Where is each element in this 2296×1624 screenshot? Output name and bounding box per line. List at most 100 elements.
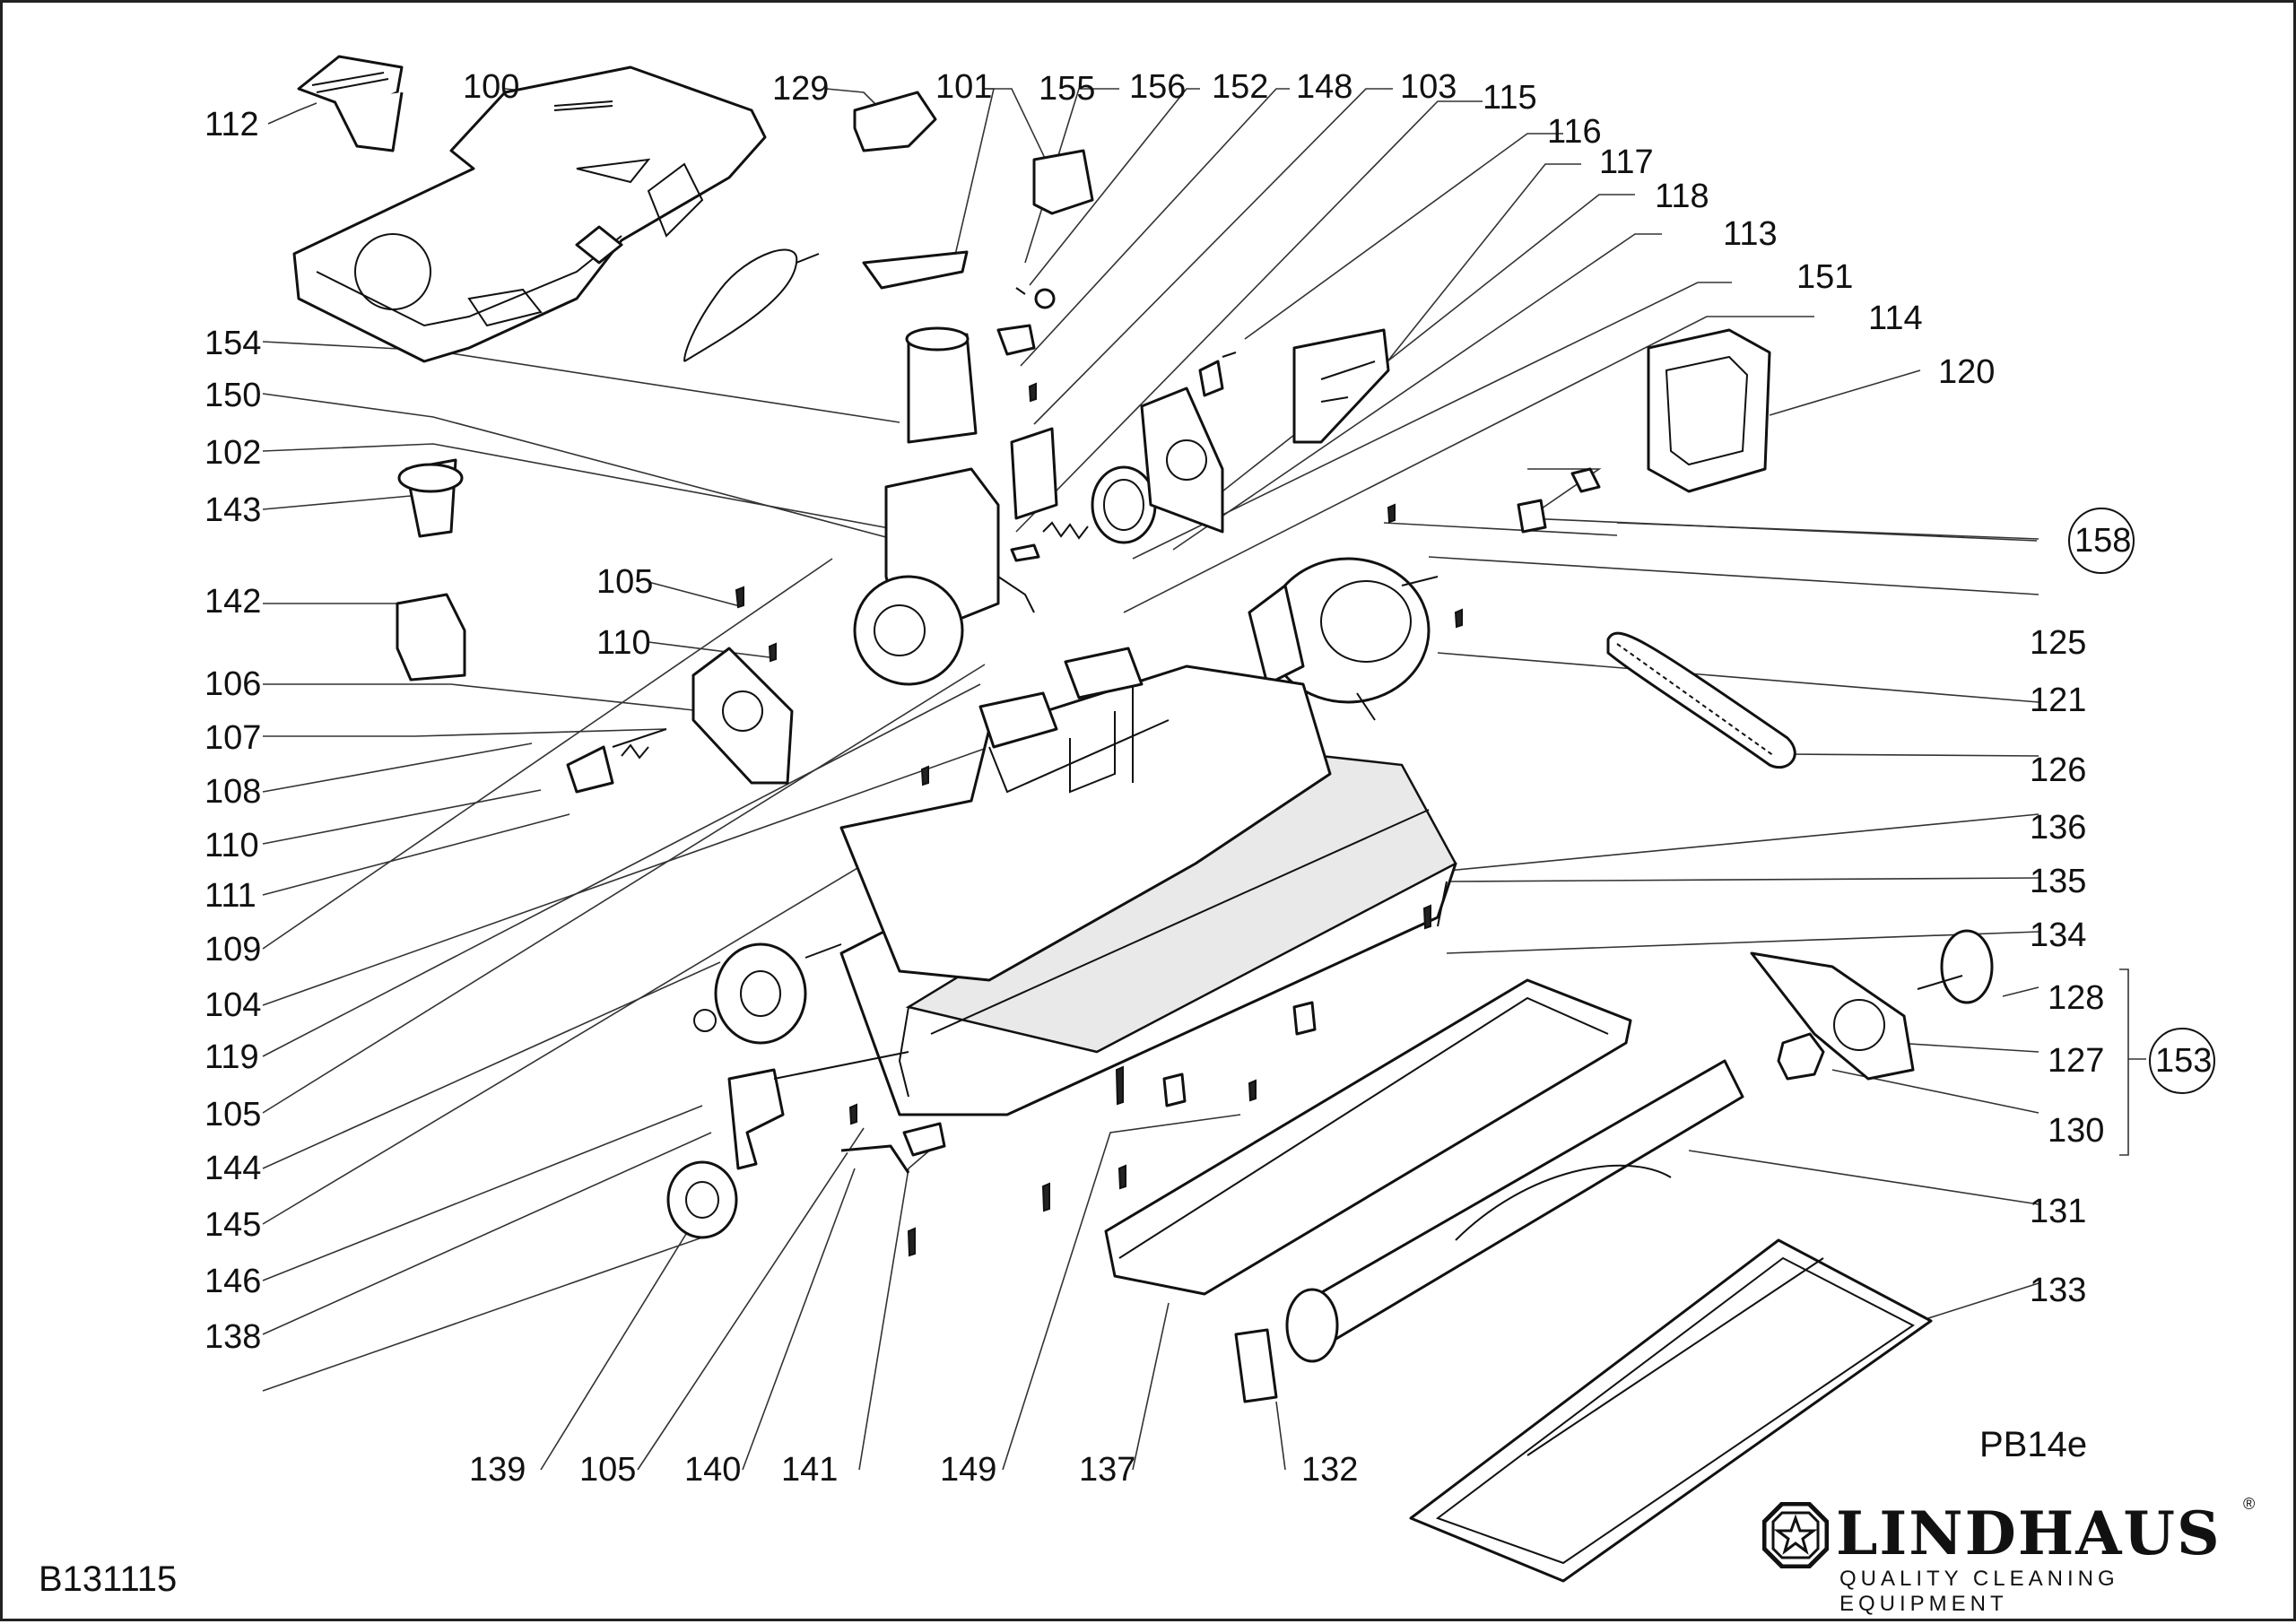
part-127-pulley-housing bbox=[1750, 951, 1915, 1081]
label-135: 135 bbox=[2030, 863, 2086, 900]
part-154-power-cord bbox=[683, 248, 820, 362]
label-104: 104 bbox=[204, 986, 261, 1024]
label-141: 141 bbox=[781, 1451, 838, 1489]
part-115-spring bbox=[1010, 521, 1089, 562]
label-149: 149 bbox=[940, 1451, 996, 1489]
label-106: 106 bbox=[204, 665, 261, 703]
brand-logo: LINDHAUS ® QUALITY CLEANING EQUIPMENT bbox=[1762, 1495, 2265, 1616]
label-128: 128 bbox=[2048, 979, 2104, 1017]
part-129-latch bbox=[853, 91, 937, 152]
label-153: 153 bbox=[2155, 1042, 2212, 1080]
label-109: 109 bbox=[204, 931, 261, 968]
label-120: 120 bbox=[1938, 353, 1995, 391]
part-133-base-plate bbox=[1409, 1238, 1933, 1583]
label-100: 100 bbox=[463, 68, 519, 106]
label-115: 115 bbox=[1483, 79, 1537, 117]
label-110: 110 bbox=[204, 827, 259, 864]
part-120-filter-frame bbox=[1647, 328, 1771, 493]
label-116: 116 bbox=[1547, 113, 1602, 151]
part-106-side-plate bbox=[691, 647, 794, 785]
label-134: 134 bbox=[2030, 916, 2086, 954]
label-105-upper: 105 bbox=[596, 563, 653, 601]
label-127: 127 bbox=[2048, 1042, 2104, 1080]
part-113-circuit-board bbox=[1292, 328, 1390, 444]
part-155-156-fittings bbox=[996, 287, 1056, 356]
label-140: 140 bbox=[684, 1451, 741, 1489]
part-126-drive-belt bbox=[1606, 631, 1796, 769]
part-112-pedal bbox=[297, 55, 404, 152]
label-118: 118 bbox=[1655, 178, 1709, 215]
label-105-lower: 105 bbox=[579, 1451, 636, 1489]
label-146: 146 bbox=[204, 1263, 261, 1300]
label-112: 112 bbox=[204, 106, 259, 143]
label-142: 142 bbox=[204, 583, 261, 621]
label-145: 145 bbox=[204, 1206, 261, 1244]
label-156: 156 bbox=[1129, 68, 1186, 106]
part-102-fan-housing bbox=[853, 467, 1035, 686]
drawing-number: B131115 bbox=[39, 1559, 178, 1599]
group-bubble-158 bbox=[2068, 508, 2135, 574]
star-in-octagon-icon bbox=[1762, 1502, 1829, 1568]
part-116-ring-seal bbox=[1091, 465, 1157, 544]
part-130-nut bbox=[1777, 1032, 1825, 1081]
group-bubble-153 bbox=[2149, 1028, 2215, 1094]
label-152: 152 bbox=[1212, 68, 1268, 106]
part-128-gear-pulley bbox=[1917, 929, 1994, 1004]
label-154: 154 bbox=[204, 325, 261, 362]
label-151: 151 bbox=[1796, 258, 1853, 296]
part-146-axle-link bbox=[727, 1051, 909, 1170]
label-131: 131 bbox=[2030, 1193, 2086, 1230]
part-107-108-pivot-and-spring bbox=[566, 728, 667, 794]
label-125: 125 bbox=[2030, 624, 2086, 662]
exploded-view-drawing: 112 100 129 101 155 156 152 148 103 115 … bbox=[204, 55, 2215, 1583]
label-113: 113 bbox=[1723, 215, 1778, 253]
model-code: PB14e bbox=[1979, 1425, 2088, 1464]
part-143-142-nozzle-fitting bbox=[396, 458, 466, 682]
label-139: 139 bbox=[469, 1451, 526, 1489]
part-104-chassis bbox=[839, 664, 1332, 982]
label-158: 158 bbox=[2074, 522, 2131, 560]
label-132: 132 bbox=[1301, 1451, 1358, 1489]
part-137-bumper bbox=[1104, 978, 1632, 1296]
label-133: 133 bbox=[2030, 1272, 2086, 1309]
label-155: 155 bbox=[1039, 70, 1095, 108]
label-105: 105 bbox=[204, 1096, 261, 1133]
label-150: 150 bbox=[204, 377, 261, 414]
part-145-rear-wheel bbox=[714, 942, 842, 1045]
part-158-bushing-and-nut bbox=[1517, 467, 1601, 534]
brand-name: LINDHAUS bbox=[1836, 1498, 2222, 1568]
part-119-filter-pads bbox=[978, 647, 1144, 749]
label-121: 121 bbox=[2030, 682, 2086, 719]
registered-mark: ® bbox=[2243, 1495, 2256, 1513]
part-132-end-cap bbox=[1234, 1328, 1278, 1403]
part-number-labels: 112 100 129 101 155 156 152 148 103 115 … bbox=[204, 68, 2212, 1489]
label-129: 129 bbox=[772, 70, 829, 108]
label-107: 107 bbox=[204, 719, 261, 757]
part-136-base-housing bbox=[839, 754, 1457, 1116]
label-111: 111 bbox=[204, 877, 257, 915]
part-101-cover-plates bbox=[862, 149, 1094, 290]
label-114: 114 bbox=[1868, 300, 1923, 337]
label-119: 119 bbox=[204, 1038, 259, 1076]
label-138: 138 bbox=[204, 1318, 261, 1356]
part-150-neck-tube bbox=[905, 326, 978, 444]
part-131-brush-roll bbox=[1285, 1059, 1744, 1363]
label-108: 108 bbox=[204, 773, 261, 811]
label-136: 136 bbox=[2030, 809, 2086, 847]
part-140-141-clip bbox=[840, 1122, 946, 1174]
label-130: 130 bbox=[2048, 1112, 2104, 1150]
label-102: 102 bbox=[204, 434, 261, 472]
label-126: 126 bbox=[2030, 751, 2086, 789]
part-103-bracket bbox=[1010, 427, 1058, 520]
screw-set bbox=[735, 382, 1463, 1257]
label-143: 143 bbox=[204, 491, 261, 529]
part-138-wheel bbox=[666, 1160, 738, 1239]
label-103: 103 bbox=[1400, 68, 1457, 106]
brand-tagline: QUALITY CLEANING EQUIPMENT bbox=[1839, 1567, 2119, 1616]
part-144-ring bbox=[693, 1009, 717, 1032]
label-144: 144 bbox=[204, 1150, 261, 1187]
part-117-filter-plate bbox=[1140, 386, 1224, 534]
part-100-top-cover bbox=[292, 65, 767, 363]
leader-lines bbox=[262, 88, 2146, 1471]
label-117: 117 bbox=[1599, 143, 1654, 181]
